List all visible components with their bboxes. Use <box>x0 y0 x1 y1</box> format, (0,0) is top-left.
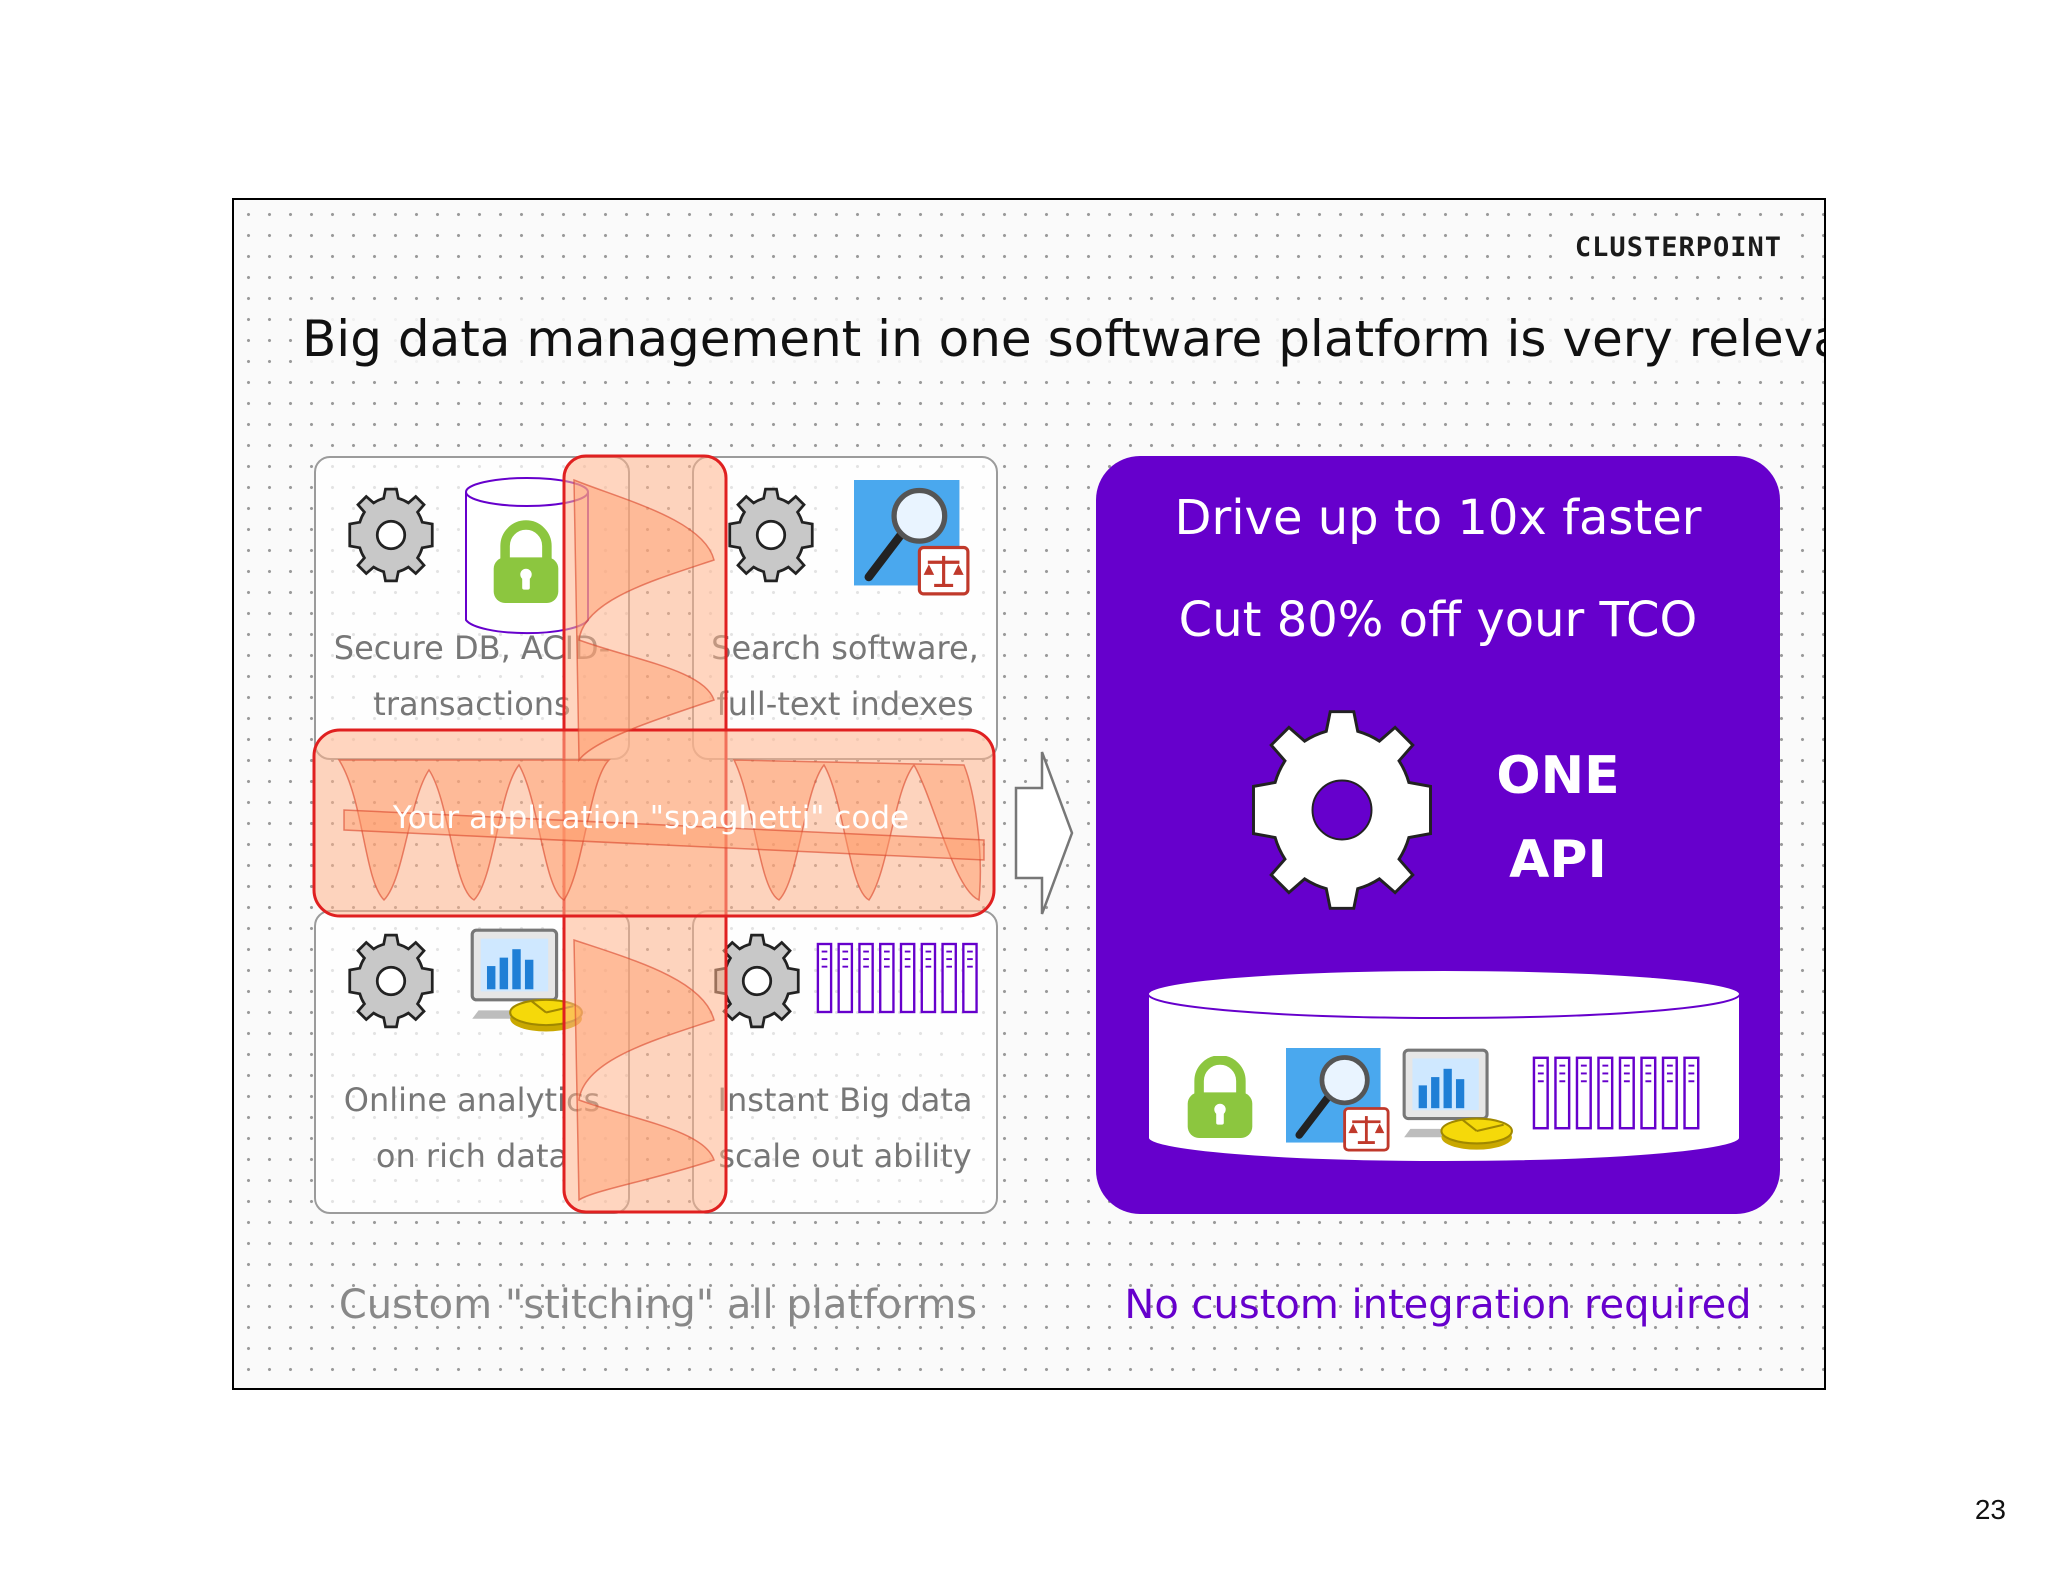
slide-title: Big data management in one software plat… <box>302 310 1824 368</box>
panel-label-line1: Instant Big data <box>717 1081 973 1119</box>
arrow-right-icon <box>1014 751 1074 915</box>
footer-custom-stitching: Custom "stitching" all platforms <box>338 1282 978 1328</box>
panel-label-line1: Online analytics <box>343 1081 601 1119</box>
server-rack-icon <box>1532 1052 1708 1134</box>
footer-no-integration: No custom integration required <box>1124 1282 1752 1328</box>
lock-database-icon <box>465 477 589 635</box>
gear-icon <box>1252 710 1432 910</box>
panel-search-software: Search software, full-text indexes <box>692 456 998 760</box>
headline-tco: Cut 80% off your TCO <box>1178 592 1698 648</box>
clusterpoint-logo: CLUSTERPOINT <box>1568 230 1788 265</box>
panel-label-line1: Search software, <box>711 629 979 667</box>
panel-label-line2: transactions <box>373 685 571 723</box>
panel-label-line2: scale out ability <box>718 1137 972 1175</box>
headline-faster: Drive up to 10x faster <box>1174 490 1702 546</box>
panel-label-line2: full-text indexes <box>716 685 974 723</box>
api-label-one: ONE <box>1496 746 1620 806</box>
spaghetti-code-label: Your application "spaghetti" code <box>392 800 910 836</box>
api-label-api: API <box>1509 830 1607 890</box>
page-number: 23 <box>1974 1494 2006 1525</box>
one-platform-panel: Drive up to 10x faster Cut 80% off your … <box>1096 456 1780 1214</box>
lock-icon <box>1182 1056 1258 1142</box>
slide: CLUSTERPOINT Big data management in one … <box>232 198 1826 1390</box>
panel-label-line2: on rich data <box>375 1137 569 1175</box>
analytics-icon <box>1400 1046 1514 1160</box>
magnifier-icon <box>1286 1048 1390 1152</box>
spaghetti-code-overlay <box>312 454 996 1214</box>
